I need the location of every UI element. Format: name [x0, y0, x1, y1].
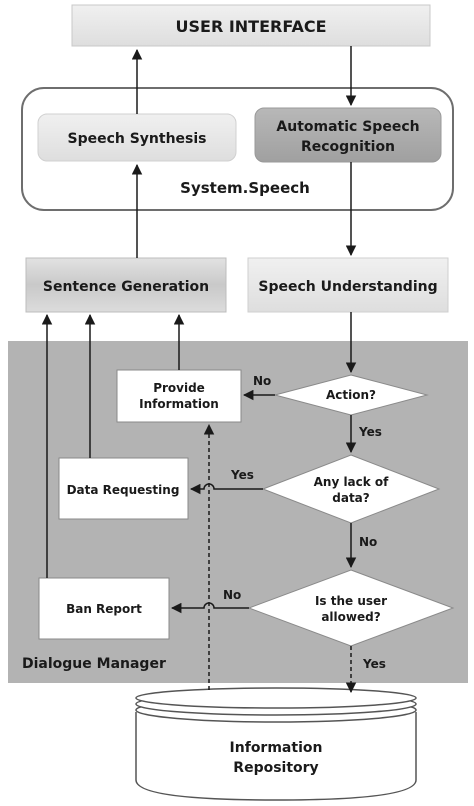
provide-information-line1: Provide [153, 381, 205, 395]
asr-label-line1: Automatic Speech [276, 119, 419, 135]
speech-synthesis-label: Speech Synthesis [67, 131, 206, 147]
lack-of-data-line1: Any lack of [314, 475, 390, 489]
data-requesting-box [58, 457, 189, 520]
information-repository-line1: Information [230, 740, 323, 756]
data-requesting-label: Data Requesting [67, 483, 180, 497]
provide-information-line2: Information [139, 397, 219, 411]
user-interface-label: USER INTERFACE [176, 17, 327, 36]
lack-of-data-line2: data? [332, 491, 370, 505]
dialogue-manager-label: Dialogue Manager [22, 656, 166, 672]
sentence-generation-box [25, 257, 227, 313]
action-yes-label: Yes [358, 425, 382, 439]
lack-yes-label: Yes [230, 468, 254, 482]
user-allowed-line1: Is the user [315, 594, 387, 608]
allowed-no-label: No [223, 588, 241, 602]
action-decision-label: Action? [326, 388, 376, 402]
ban-report-label: Ban Report [66, 602, 142, 616]
system-speech-label: System.Speech [180, 179, 310, 197]
information-repository-line2: Repository [233, 760, 318, 776]
asr-label-line2: Recognition [301, 139, 395, 155]
action-no-label: No [253, 374, 271, 388]
ban-report-box [38, 577, 170, 640]
asr-box [254, 107, 442, 163]
user-allowed-line2: allowed? [321, 610, 380, 624]
information-repository-cylinder [135, 687, 417, 801]
speech-understanding-label: Speech Understanding [258, 279, 437, 295]
speech-understanding-box [247, 257, 449, 313]
lack-no-label: No [359, 535, 377, 549]
user-interface-box [71, 4, 431, 47]
provide-information-box [116, 369, 242, 423]
allowed-yes-label: Yes [362, 657, 386, 671]
sentence-generation-label: Sentence Generation [43, 279, 209, 295]
